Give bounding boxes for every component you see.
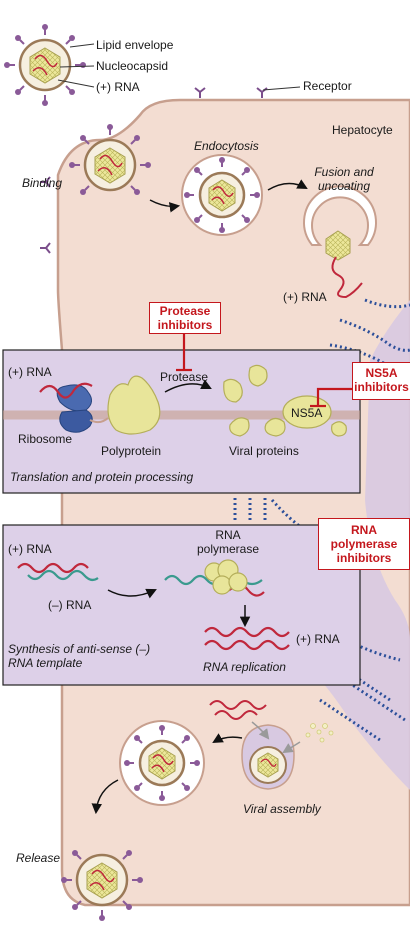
binding-virion — [69, 124, 151, 195]
assembly-rna — [209, 700, 267, 720]
label-polyprotein: Polyprotein — [101, 444, 162, 458]
er-vesicle-cluster — [305, 723, 334, 743]
label-receptor: Receptor — [303, 79, 352, 93]
label-plus-rna-uncoat: (+) RNA — [283, 290, 327, 304]
arrow-protease — [164, 379, 212, 393]
arrow-gray-assembly-1 — [282, 741, 301, 754]
label-translation-caption: Translation and protein processing — [10, 470, 194, 484]
release-virion — [61, 850, 143, 921]
label-release: Release — [16, 851, 61, 865]
template-rna-plus — [17, 562, 89, 574]
label-replication-caption: RNA replication — [203, 660, 286, 674]
label-nucleocapsid: Nucleocapsid — [96, 59, 169, 73]
label-minus-rna: (–) RNA — [48, 598, 92, 612]
protease-inhibitors-box: Protease inhibitors — [149, 302, 221, 334]
ribosome — [56, 384, 93, 433]
label-fusion-uncoating: Fusion and uncoating — [314, 165, 374, 193]
polyprotein — [107, 375, 161, 435]
rna-polymerase — [204, 559, 248, 595]
arrow-endocytosis-to-uncoating — [267, 179, 308, 191]
label-plus-rna-translation: (+) RNA — [8, 365, 52, 379]
label-ns5a-inhibitors: NS5A inhibitors — [354, 366, 409, 394]
label-binding: Binding — [22, 176, 63, 190]
label-ns5a: NS5A — [291, 406, 323, 420]
label-protease: Protease — [160, 370, 209, 384]
arrow-binding-to-endocytosis — [149, 199, 181, 213]
label-ribosome: Ribosome — [18, 432, 73, 446]
label-plus-rna-synthesis: (+) RNA — [8, 542, 52, 556]
label-lipid-envelope: Lipid envelope — [96, 38, 174, 52]
label-protease-inhibitors: Protease inhibitors — [157, 304, 213, 332]
polymerase-inhibitors-box: RNA polymerase inhibitors — [318, 518, 410, 570]
label-rna-polymerase: RNA polymerase — [196, 528, 260, 556]
legend-leaders — [57, 43, 95, 88]
uncoating-vesicle — [303, 185, 377, 299]
label-polymerase-inhibitors: RNA polymerase inhibitors — [330, 523, 398, 565]
legend-virion — [4, 24, 86, 106]
endocytosis-vesicle — [181, 154, 263, 236]
label-synthesis-caption: Synthesis of anti-sense (–) RNA template — [8, 642, 151, 670]
label-plus-rna-replication: (+) RNA — [296, 632, 340, 646]
ns5a-inhibitors-box: NS5A inhibitors — [352, 362, 410, 400]
assembly-site — [241, 724, 295, 790]
translation-rna-strand — [39, 382, 93, 399]
arrow-synthesis — [107, 588, 157, 599]
label-viral-assembly: Viral assembly — [243, 802, 321, 816]
label-plus-rna-legend: (+) RNA — [96, 80, 140, 94]
rna-synthesis-panel — [2, 524, 361, 686]
label-hepatocyte: Hepatocyte — [332, 123, 393, 137]
template-rna-minus — [27, 569, 99, 582]
arrow-assembly-to-exit — [212, 733, 243, 744]
label-endocytosis: Endocytosis — [194, 139, 259, 153]
exit-vesicle — [119, 720, 205, 806]
receptors — [40, 86, 301, 254]
replicated-rna — [204, 626, 290, 651]
label-viral-proteins: Viral proteins — [229, 444, 299, 458]
arrow-gray-assembly-2 — [251, 721, 270, 740]
arrow-to-release — [91, 779, 119, 815]
